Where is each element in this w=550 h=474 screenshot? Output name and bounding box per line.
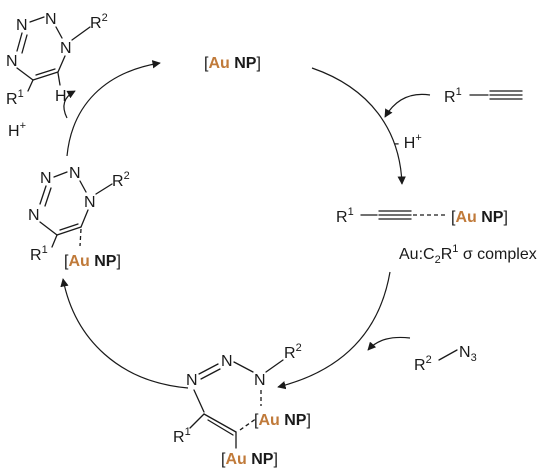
- catalyst-top: [Au NP]: [204, 55, 261, 72]
- svg-text:N: N: [60, 40, 72, 57]
- alkyne-entry-arrow: [384, 93, 431, 118]
- svg-text:R1: R1: [336, 206, 354, 226]
- svg-text:[Au NP]: [Au NP]: [254, 412, 311, 429]
- azide-reagent: R2 N3: [414, 344, 477, 374]
- svg-text:R2: R2: [90, 12, 108, 32]
- svg-text:N: N: [186, 372, 198, 389]
- azide-entry-arrow: [367, 336, 411, 351]
- svg-text:N: N: [69, 165, 81, 182]
- svg-text:[Au NP]: [Au NP]: [204, 55, 261, 72]
- svg-text:N: N: [40, 170, 52, 187]
- svg-text:- H+: - H+: [394, 132, 422, 152]
- bottom-intermediate: N N N R2 R1 [Au NP] [Au NP]: [173, 342, 311, 468]
- svg-text:N: N: [6, 53, 18, 70]
- svg-text:[Au NP]: [Au NP]: [64, 253, 121, 270]
- svg-text:R1: R1: [6, 88, 24, 108]
- svg-text:R2: R2: [414, 354, 432, 374]
- svg-text:N: N: [28, 207, 40, 224]
- svg-text:N: N: [221, 353, 233, 370]
- cycle-arrow-left-top: [66, 60, 161, 157]
- sigma-complex-caption: Au:C2R1 σ complex: [399, 243, 537, 266]
- svg-text:R1: R1: [173, 426, 191, 446]
- proton-label: H+: [8, 120, 26, 140]
- alkyne-reagent: R1: [444, 86, 523, 106]
- svg-text:R1: R1: [30, 244, 48, 264]
- svg-text:R1: R1: [444, 86, 462, 106]
- triazole-product: N N N R2 N R1 H: [6, 11, 108, 108]
- svg-text:N: N: [45, 11, 57, 28]
- cycle-arrow-right-lower: [277, 271, 391, 390]
- cycle-arrow-top-right: [311, 67, 406, 185]
- cycle-arrow-bottom-left: [60, 278, 189, 389]
- svg-text:R2: R2: [284, 342, 302, 362]
- svg-text:R2: R2: [112, 170, 130, 190]
- svg-text:N: N: [16, 17, 28, 34]
- sigma-complex: R1 [Au NP]: [336, 206, 508, 226]
- svg-text:H: H: [55, 88, 67, 105]
- svg-text:[Au NP]: [Au NP]: [221, 451, 278, 468]
- svg-text:N: N: [84, 194, 96, 211]
- svg-text:N: N: [254, 372, 266, 389]
- gold-triazole-intermediate: N N N R2 N R1 [Au NP]: [28, 165, 130, 270]
- svg-text:[Au NP]: [Au NP]: [451, 209, 508, 226]
- minus-proton-label: - H+: [394, 132, 422, 152]
- svg-text:Au:C2R1 σ complex: Au:C2R1 σ complex: [399, 243, 537, 266]
- svg-text:H+: H+: [8, 120, 26, 140]
- proton-release-arrow: [63, 90, 76, 119]
- svg-text:N3: N3: [459, 344, 477, 364]
